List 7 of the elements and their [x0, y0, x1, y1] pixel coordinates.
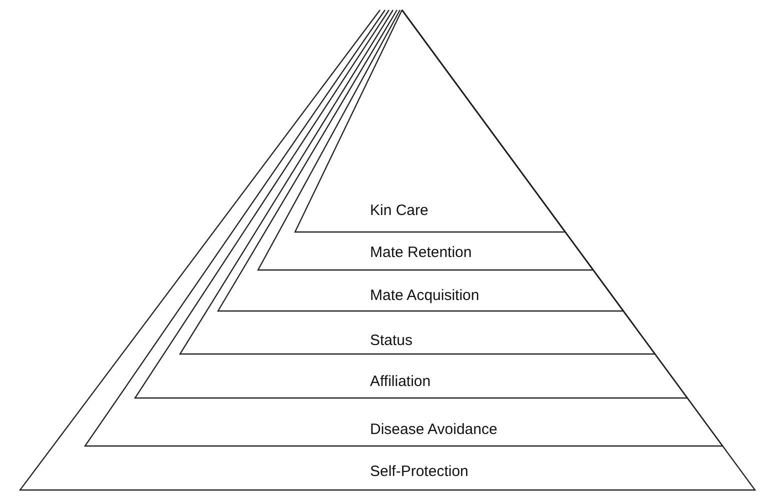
level-label: Kin Care — [370, 202, 428, 220]
level-label: Mate Retention — [370, 244, 472, 262]
level-label: Self-Protection — [370, 463, 468, 481]
level-label: Mate Acquisition — [370, 287, 480, 305]
level-label: Status — [370, 332, 413, 350]
level-label: Affiliation — [370, 373, 431, 391]
level-label: Disease Avoidance — [370, 421, 498, 439]
